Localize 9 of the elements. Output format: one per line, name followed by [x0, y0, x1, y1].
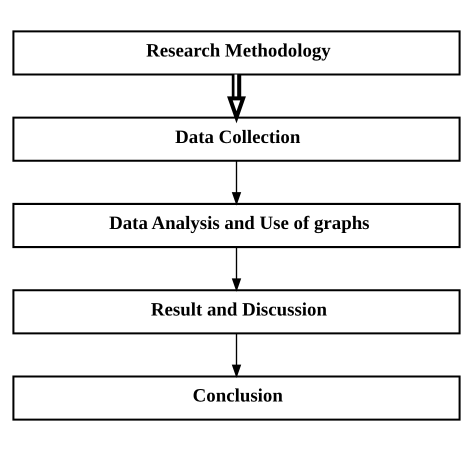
node-box: Data Analysis and Use of graphs: [12, 202, 461, 248]
arrow: [232, 160, 242, 206]
arrow: [227, 74, 246, 123]
node-box: Research Methodology: [12, 30, 461, 76]
node-box: Result and Discussion: [12, 288, 461, 334]
node-box: Data Collection: [12, 116, 461, 162]
arrow: [232, 246, 242, 292]
arrow: [232, 332, 242, 378]
node-box: Conclusion: [12, 374, 461, 420]
